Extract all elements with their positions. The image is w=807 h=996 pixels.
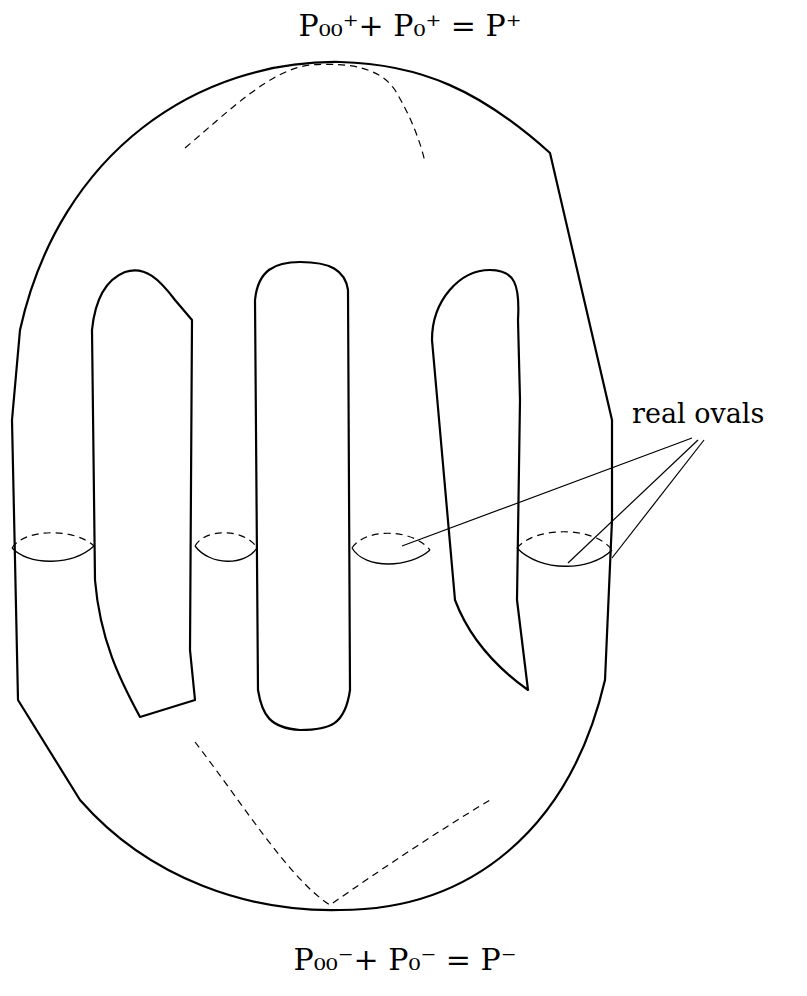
dashed-curve — [185, 64, 425, 162]
leader-line — [568, 440, 698, 563]
real-oval — [195, 546, 257, 561]
handle-hole — [92, 270, 195, 717]
real-oval-back — [12, 533, 94, 548]
real-oval — [12, 546, 94, 561]
real-oval-back — [195, 533, 257, 548]
leader-line — [612, 440, 704, 558]
real-oval-back — [352, 533, 430, 550]
formula-label: P₀₀⁺+ P₀⁺ = P⁺ — [298, 8, 521, 43]
leader-line — [402, 438, 692, 546]
handle-hole — [255, 262, 350, 730]
handle-hole — [432, 270, 528, 690]
formula-label: P₀₀⁻+ P₀⁻ = P⁻ — [293, 942, 516, 977]
surface-outline — [12, 62, 612, 910]
real-oval — [517, 548, 612, 566]
real-oval — [352, 548, 430, 564]
callout-label: real ovals — [632, 398, 764, 429]
dashed-curve — [195, 742, 490, 905]
